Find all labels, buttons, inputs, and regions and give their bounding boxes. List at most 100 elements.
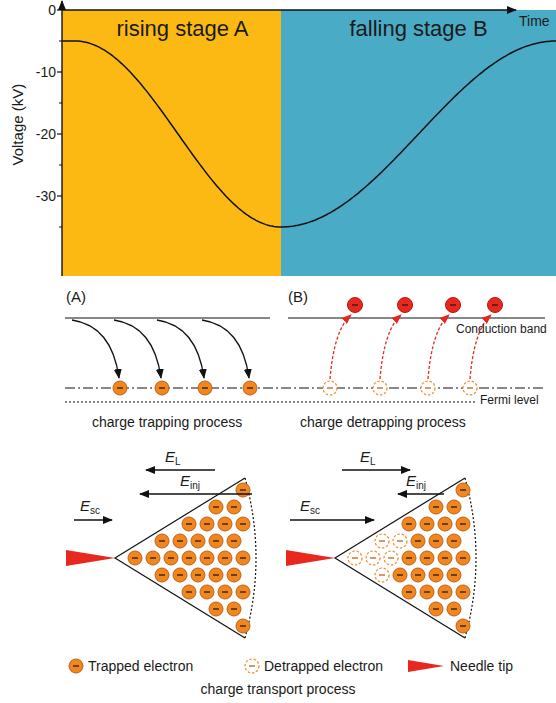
minus-sign <box>460 523 466 524</box>
minus-sign <box>213 608 219 609</box>
minus-sign <box>450 304 456 305</box>
minus-sign <box>352 557 358 558</box>
minus-sign <box>240 557 246 558</box>
electron-circle <box>218 517 232 531</box>
trapped-electron <box>438 551 452 565</box>
field-label: sc <box>90 505 100 517</box>
fermi-level-line <box>65 402 475 403</box>
minor-tick <box>59 165 62 166</box>
minus-sign <box>132 557 138 558</box>
electron-circle <box>245 659 259 673</box>
minus-sign <box>402 304 408 305</box>
minus-sign <box>424 557 430 558</box>
electron-circle <box>411 534 425 548</box>
minus-sign <box>231 608 237 609</box>
trapped-electron <box>447 568 461 582</box>
minus-sign <box>213 540 219 541</box>
minus-sign <box>195 574 201 575</box>
trapped-electron <box>420 585 434 599</box>
electron-circle <box>173 568 187 582</box>
trapped-electron <box>429 500 443 514</box>
electron-circle <box>438 551 452 565</box>
text-label: Fermi level <box>480 394 539 408</box>
electron-circle <box>438 585 452 599</box>
electron-circle <box>456 619 470 633</box>
electron-circle <box>173 534 187 548</box>
trapped-electron <box>182 585 196 599</box>
trapped-electron <box>227 500 241 514</box>
minus-sign <box>159 574 165 575</box>
trapped-electron <box>236 619 250 633</box>
minus-sign <box>451 540 457 541</box>
electron-circle <box>236 551 250 565</box>
minus-sign <box>433 506 439 507</box>
electron-circle <box>128 551 142 565</box>
minus-sign <box>240 625 246 626</box>
minus-sign <box>433 540 439 541</box>
detrapped-electron <box>366 551 380 565</box>
electron-circle <box>456 585 470 599</box>
electron-circle <box>421 381 435 395</box>
minus-sign <box>379 574 385 575</box>
needle-tip <box>286 550 335 566</box>
detrapping-arrow <box>428 315 449 379</box>
conduction-band-line <box>288 317 545 318</box>
trapped-electron <box>209 602 223 616</box>
axis-tick <box>57 71 62 72</box>
electron-circle <box>456 551 470 565</box>
trap-level-line <box>65 388 545 389</box>
minus-sign <box>204 591 210 592</box>
conduction-band-line <box>65 317 270 318</box>
minus-sign <box>388 557 394 558</box>
text-label: (A) <box>66 288 86 305</box>
electron-circle <box>155 568 169 582</box>
minus-sign <box>460 489 466 490</box>
stage-label: rising stage A <box>84 16 281 42</box>
legend-text: Trapped electron <box>88 658 193 674</box>
field-arrow <box>398 493 444 494</box>
minus-sign <box>231 574 237 575</box>
trapped-electron <box>200 517 214 531</box>
trapping-arrow <box>114 320 161 378</box>
minus-sign <box>442 591 448 592</box>
y-axis <box>61 1 62 276</box>
trapped-electron <box>456 483 470 497</box>
electron-circle <box>488 298 503 313</box>
trapped-electron <box>182 517 196 531</box>
detrapped-electron <box>245 659 259 673</box>
trapped-electron <box>191 534 205 548</box>
minus-sign <box>222 523 228 524</box>
minus-sign <box>213 506 219 507</box>
electron-circle <box>200 585 214 599</box>
electron-circle <box>236 517 250 531</box>
minus-sign <box>240 591 246 592</box>
trapped-electron <box>146 551 160 565</box>
minus-sign <box>222 591 228 592</box>
field-label: sc <box>310 505 320 517</box>
minus-sign <box>451 506 457 507</box>
detrapped-electron <box>375 534 389 548</box>
electron-circle <box>155 381 169 395</box>
minor-tick <box>59 227 62 228</box>
field-label: inj <box>190 480 200 492</box>
field-label: E <box>80 497 90 514</box>
free-electron <box>348 298 363 313</box>
trapped-electron <box>456 551 470 565</box>
electron-circle <box>366 551 380 565</box>
detrapped-electron <box>384 551 398 565</box>
detrapped-electron <box>323 381 337 395</box>
trapped-electron <box>200 551 214 565</box>
trapped-electron <box>236 585 250 599</box>
field-label: E <box>406 472 416 489</box>
trapped-electron <box>411 568 425 582</box>
trapped-electron <box>236 551 250 565</box>
trapped-electron <box>218 585 232 599</box>
tick-label: -30 <box>36 188 56 204</box>
minus-sign <box>204 523 210 524</box>
trapped-electron <box>420 551 434 565</box>
legend-text: Detrapped electron <box>264 658 383 674</box>
electron-circle <box>323 381 337 395</box>
electron-circle <box>373 381 387 395</box>
trapped-electron <box>227 534 241 548</box>
